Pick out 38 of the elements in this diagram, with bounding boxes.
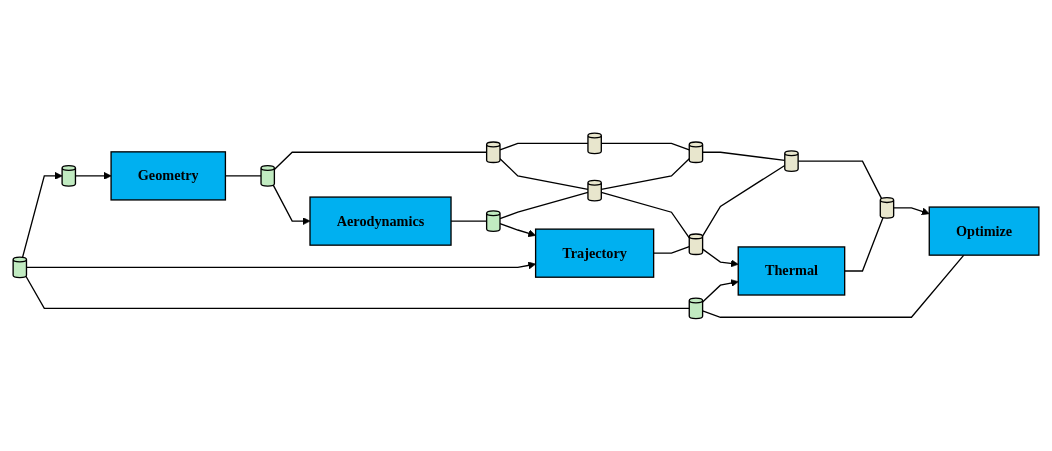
- node-cylinder: [587, 179, 602, 202]
- node-box: Trajectory: [534, 228, 655, 278]
- node-cylinder: [12, 256, 28, 278]
- connector: [25, 275, 690, 309]
- connector: [797, 160, 883, 199]
- node-box: Aerodynamics: [309, 196, 452, 246]
- connector: [499, 191, 589, 219]
- connector: [499, 157, 589, 190]
- node-cylinder: [485, 141, 501, 163]
- node-box: Thermal: [737, 245, 846, 296]
- arrow: [25, 261, 536, 269]
- node-box: Geometry: [110, 150, 227, 201]
- arrow: [499, 222, 536, 237]
- connector: [600, 191, 690, 239]
- node-cylinder: [587, 132, 602, 154]
- connector: [600, 157, 690, 190]
- node-cylinder: [688, 232, 704, 255]
- node-box: Optimize: [928, 206, 1040, 256]
- node-cylinder: [688, 297, 704, 319]
- connector: [701, 164, 786, 237]
- connector: [701, 151, 786, 161]
- arrow: [74, 171, 112, 180]
- node-cylinder: [260, 164, 276, 187]
- node-cylinder: [688, 141, 704, 163]
- connector: [701, 254, 965, 318]
- node-cylinder: [879, 196, 895, 219]
- arrow: [701, 248, 739, 267]
- arrow: [701, 278, 739, 303]
- connector: [844, 216, 884, 272]
- arrow: [893, 206, 930, 215]
- node-cylinder: [784, 149, 799, 172]
- arrow: [21, 171, 63, 258]
- node-cylinder: [485, 209, 501, 232]
- node-cylinder: [61, 164, 77, 187]
- arrow: [272, 184, 311, 225]
- connector: [600, 142, 690, 151]
- connector: [499, 142, 589, 151]
- connector: [273, 151, 488, 170]
